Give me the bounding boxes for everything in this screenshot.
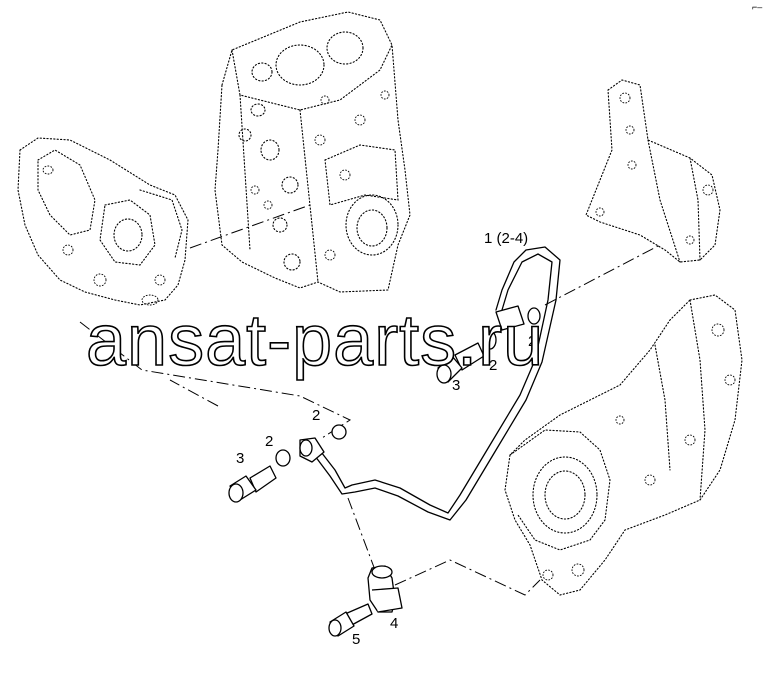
washer-lower-2 [275, 449, 291, 467]
callout-bolt-upper: 3 [452, 377, 460, 394]
gear-case [504, 294, 743, 596]
oil-pipe [299, 246, 561, 521]
watermark: ansat-parts.ru [86, 301, 544, 381]
corner-mark: ⌐– [752, 2, 762, 12]
callout-washer-c: 2 [312, 407, 320, 424]
leader-lines [79, 204, 661, 596]
callout-washer-d: 2 [265, 433, 273, 450]
banjo-bolt-lower [228, 465, 277, 503]
washer-upper-1 [527, 307, 541, 325]
washer-lower-1 [331, 424, 347, 440]
callout-washer-a: 2 [528, 333, 536, 350]
callout-assembly: 1 (2-4) [484, 230, 528, 247]
callout-washer-b: 2 [489, 357, 497, 374]
callout-bolt-lower: 3 [236, 450, 244, 467]
washers [275, 307, 541, 467]
washer-upper-2 [483, 330, 497, 350]
clamp-bolt [328, 603, 373, 637]
callout-clamp: 4 [390, 615, 398, 632]
bracket-upper-right [585, 79, 721, 263]
engine-block [214, 11, 411, 293]
clamp [367, 565, 403, 613]
callout-clamp-bolt: 5 [352, 631, 360, 648]
left-housing [17, 137, 189, 306]
banjo-bolt-upper [436, 342, 485, 384]
